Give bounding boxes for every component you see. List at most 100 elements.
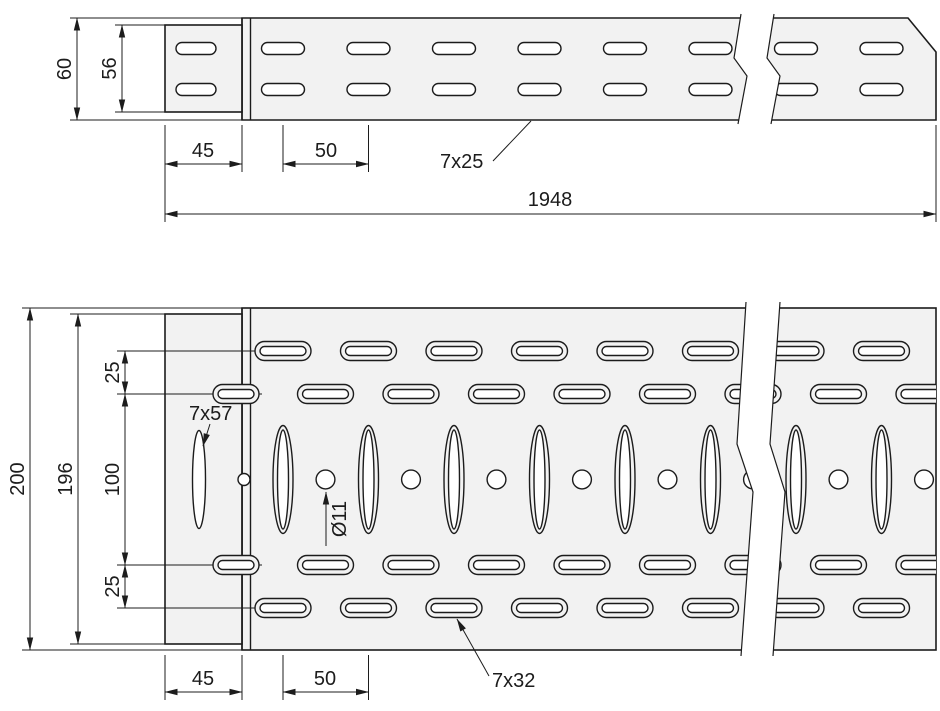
tray-slot-inner (772, 602, 820, 614)
tray-slot-inner (472, 388, 521, 400)
vertical-slot-inner (447, 429, 461, 530)
round-hole (486, 469, 507, 490)
tray-slot-inner (643, 388, 692, 400)
break-gap (737, 302, 785, 656)
tray-slot-inner (900, 559, 936, 571)
side-slot (602, 41, 648, 56)
tray-slot-inner (515, 602, 564, 614)
tray-slot-inner (900, 388, 936, 400)
tray-slot-inner (259, 602, 307, 614)
tray-slot-inner (259, 345, 307, 357)
tray-slot-inner (772, 345, 820, 357)
dim-slot-pitch: 50 (314, 668, 336, 690)
tray-slot-inner (558, 388, 606, 400)
break-line (736, 301, 754, 657)
round-hole (828, 469, 849, 490)
side-slot (431, 41, 477, 56)
vertical-slot-inner (618, 429, 632, 530)
bottom-slot-label: 7x32 (492, 670, 535, 692)
round-hole (657, 469, 678, 490)
tray-slot-inner (643, 559, 692, 571)
tray-slot-inner (387, 559, 435, 571)
dim-width-outer: 200 (7, 462, 29, 495)
tray-slot-inner (558, 559, 606, 571)
break-line (766, 13, 781, 125)
dim-row-offset-top: 25 (102, 361, 124, 383)
side-slot (773, 82, 819, 97)
side-slot-label: 7x57 (189, 403, 232, 425)
dim-height-inner: 56 (99, 57, 121, 79)
dim-width-inner: 196 (55, 462, 77, 495)
tray-slot-inner (430, 345, 478, 357)
flange-slot (175, 41, 217, 56)
dim-total-length: 1948 (528, 189, 573, 211)
seam-slot-inner (217, 559, 255, 571)
flange-slot (175, 82, 217, 97)
top-view: 60 56 45 50 7x25 1948 (54, 13, 937, 222)
break-line (733, 13, 748, 125)
vertical-slot-inner (875, 429, 888, 530)
tray-slot-inner (814, 388, 863, 400)
side-slot (517, 41, 562, 56)
vertical-slot-inner (704, 429, 717, 530)
tray-slot-inner (387, 388, 435, 400)
side-slot (859, 41, 904, 56)
hole-diameter-label: Ø11 (329, 501, 351, 537)
tray-slot-inner (686, 602, 735, 614)
vertical-slot-inner (789, 429, 803, 530)
round-hole (571, 469, 593, 490)
dim-end-length: 45 (192, 668, 214, 690)
dim-slot-pitch: 50 (315, 140, 337, 162)
bottom-view-dimension-lines (26, 307, 490, 696)
tray-slot-inner (430, 602, 478, 614)
side-slot (260, 41, 306, 56)
side-slot (346, 41, 391, 56)
side-slot (688, 41, 733, 56)
tray-slot-inner (515, 345, 564, 357)
top-view-extension-lines (70, 17, 937, 222)
side-slot (602, 82, 648, 97)
tray-slot-inner (857, 345, 906, 357)
side-slot (859, 82, 904, 97)
dim-end-length: 45 (192, 140, 214, 162)
bottom-slot-leader (456, 618, 490, 677)
tray-slot-inner (601, 345, 649, 357)
strip-end-outline (164, 24, 243, 113)
side-slot (431, 82, 477, 97)
round-hole (913, 469, 935, 490)
tray-slot-inner (472, 559, 521, 571)
bottom-view: 200 196 25 100 25 7x57 Ø11 45 50 7x32 (7, 301, 937, 700)
tray-slot-inner (344, 602, 393, 614)
tray-slot-inner (857, 602, 906, 614)
side-slot-leader (202, 423, 211, 447)
strip-body-outline (241, 17, 937, 121)
tray-slot-inner (601, 602, 649, 614)
break-gap (734, 14, 780, 124)
tray-slot-inner (814, 559, 863, 571)
side-slot (773, 41, 819, 56)
side-slot (260, 82, 306, 97)
tray-slot-inner (301, 388, 350, 400)
dim-height-outer: 60 (54, 58, 76, 80)
round-hole (315, 469, 336, 490)
seam-hole (237, 472, 251, 487)
flange-vertical-slot (191, 429, 207, 530)
break-line (769, 301, 786, 657)
round-hole (400, 469, 422, 490)
side-slot (346, 82, 391, 97)
dim-row-offset-bottom: 25 (102, 575, 124, 597)
vertical-slot-inner (276, 429, 290, 530)
slot-label-leader (492, 120, 532, 162)
tray-slot-inner (301, 559, 350, 571)
tray-slot-inner (686, 345, 735, 357)
vertical-slot-inner (533, 429, 546, 530)
seam-slot-inner (217, 388, 255, 400)
top-view-dimension-lines (73, 17, 937, 218)
top-view-slots (175, 41, 904, 97)
side-slot (688, 82, 733, 97)
slot-size-label: 7x25 (440, 151, 483, 173)
dim-row-spacing: 100 (102, 463, 124, 496)
tray-slot-inner (344, 345, 393, 357)
